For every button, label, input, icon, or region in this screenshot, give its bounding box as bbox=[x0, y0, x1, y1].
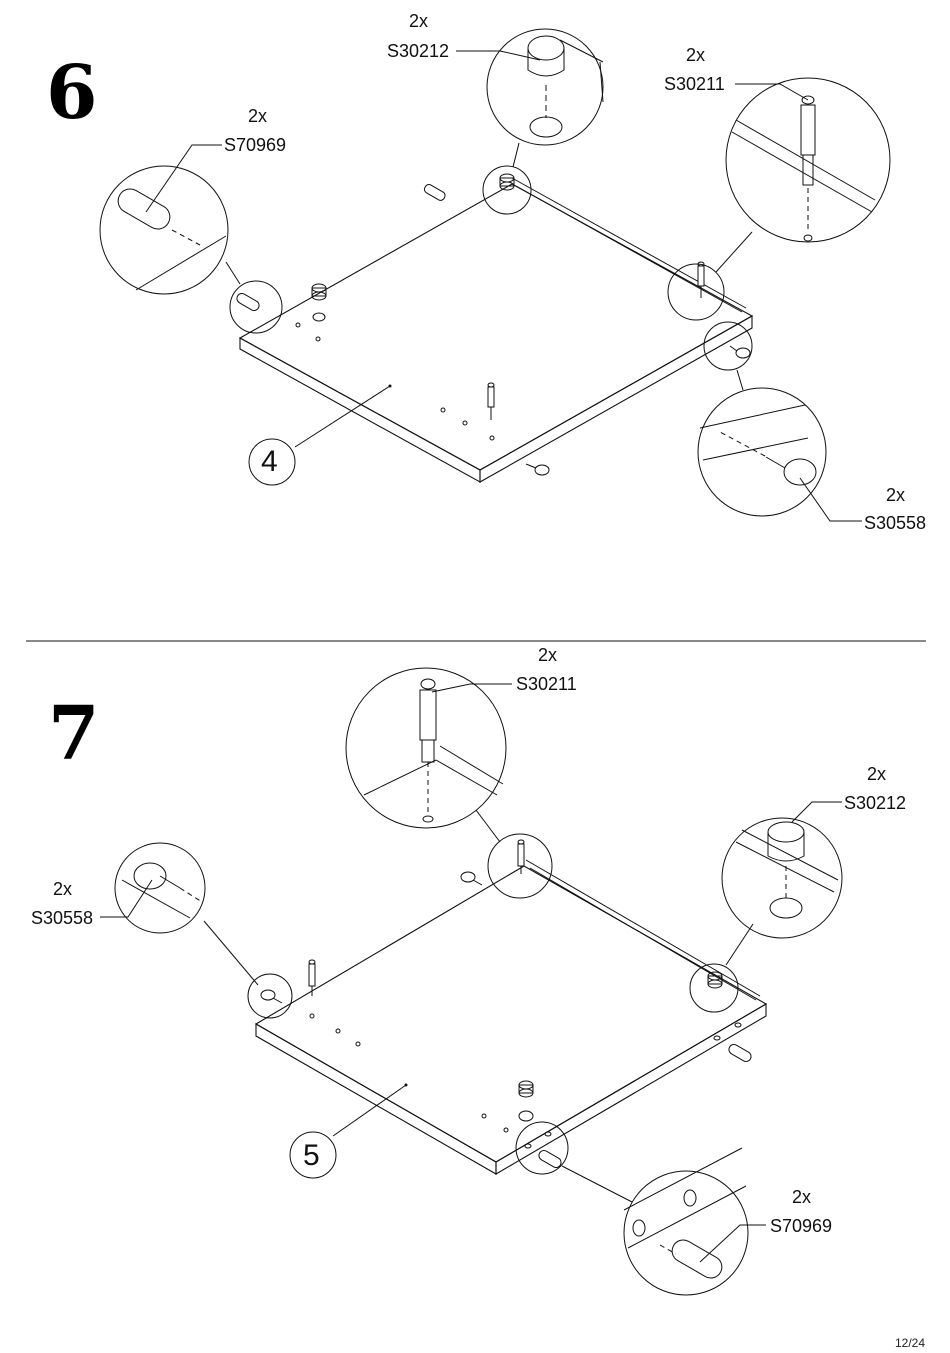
cam-lock-icon bbox=[707, 971, 723, 989]
detail-ring bbox=[689, 963, 739, 1013]
leader-line bbox=[699, 1224, 766, 1263]
cam-lock-icon bbox=[499, 173, 515, 191]
cam-bolt-icon bbox=[697, 261, 705, 298]
hole bbox=[335, 1028, 341, 1034]
connector-line bbox=[736, 369, 744, 391]
nail-glide-icon bbox=[729, 345, 751, 359]
detail-ring bbox=[247, 973, 293, 1019]
detail-circle-s30212-b bbox=[721, 817, 843, 939]
hole bbox=[315, 336, 321, 342]
callout-qty: 2x bbox=[686, 45, 706, 65]
detail-circle-s30211-b bbox=[345, 667, 507, 829]
callout-code: S30558 bbox=[864, 513, 927, 533]
panel-label: 5 bbox=[303, 1139, 320, 1172]
cam-bolt-icon bbox=[487, 382, 495, 420]
callout-code: S30211 bbox=[664, 74, 725, 94]
hole bbox=[503, 1127, 509, 1133]
callout-code: S70969 bbox=[770, 1216, 833, 1236]
leader-line bbox=[735, 83, 809, 101]
hole bbox=[355, 1041, 361, 1047]
step-6-diagram bbox=[99, 28, 891, 522]
nail-glide-icon bbox=[260, 989, 283, 1004]
connector-line bbox=[225, 261, 241, 285]
callout-qty: 2x bbox=[538, 645, 558, 665]
callout-qty: 2x bbox=[792, 1187, 812, 1207]
detail-ring bbox=[703, 321, 753, 371]
hole bbox=[312, 312, 326, 322]
hole bbox=[544, 1131, 552, 1137]
connector-line bbox=[512, 142, 520, 168]
dowel-icon bbox=[728, 1044, 752, 1062]
cam-lock-icon bbox=[518, 1080, 534, 1098]
leader-line bbox=[332, 1084, 407, 1137]
hole bbox=[309, 1013, 315, 1019]
connector-line bbox=[715, 231, 753, 273]
callout-code: S30212 bbox=[387, 41, 450, 61]
step-number: 6 bbox=[46, 50, 98, 136]
leader-line bbox=[791, 801, 842, 823]
detail-ring bbox=[482, 165, 532, 215]
callout-qty: 2x bbox=[248, 106, 268, 126]
detail-ring bbox=[667, 263, 725, 321]
panel-label-circle bbox=[289, 1131, 337, 1179]
leader-line bbox=[431, 683, 512, 693]
cam-lock-icon bbox=[311, 283, 327, 301]
detail-circle-s30558 bbox=[697, 387, 827, 517]
leader-line bbox=[799, 477, 862, 522]
leader-line bbox=[145, 144, 222, 213]
hole bbox=[489, 435, 495, 441]
nail-glide-icon bbox=[460, 871, 483, 886]
hole bbox=[440, 407, 446, 413]
nail-glide-icon bbox=[525, 463, 550, 476]
connector-line bbox=[475, 809, 501, 843]
panel-label-circle bbox=[248, 438, 296, 486]
callout-code: S30212 bbox=[844, 793, 907, 813]
detail-circle-s70969 bbox=[99, 165, 229, 295]
panel-5 bbox=[254, 859, 768, 1175]
hole bbox=[462, 420, 468, 426]
panel-label: 4 bbox=[261, 445, 278, 478]
callout-qty: 2x bbox=[53, 879, 73, 899]
callout-code: S30211 bbox=[516, 674, 577, 694]
detail-circle-s30558-b bbox=[114, 842, 206, 934]
callout-code: S30558 bbox=[31, 908, 94, 928]
hole bbox=[713, 1035, 721, 1041]
detail-circle-s30211 bbox=[725, 77, 891, 243]
page-number: 12/24 bbox=[895, 1336, 926, 1350]
leader-line bbox=[100, 879, 153, 918]
hole bbox=[295, 322, 301, 328]
detail-ring bbox=[229, 280, 283, 334]
connector-line bbox=[725, 923, 754, 966]
hole bbox=[518, 1110, 534, 1122]
detail-ring bbox=[515, 1121, 569, 1175]
cam-bolt-icon bbox=[517, 839, 525, 874]
dowel-icon bbox=[538, 1150, 562, 1168]
leader-line bbox=[456, 50, 541, 61]
callout-qty: 2x bbox=[886, 485, 906, 505]
dowel-icon bbox=[236, 293, 260, 311]
detail-circle-s30212 bbox=[486, 28, 604, 146]
connector-line bbox=[203, 920, 259, 986]
callout-code: S70969 bbox=[224, 135, 287, 155]
hole bbox=[481, 1113, 487, 1119]
callout-qty: 2x bbox=[409, 11, 429, 31]
panel-4 bbox=[238, 177, 754, 483]
connector-line bbox=[561, 1165, 633, 1203]
dowel-icon bbox=[423, 184, 446, 201]
callout-qty: 2x bbox=[867, 764, 887, 784]
step-7-diagram bbox=[100, 667, 843, 1296]
detail-circle-s70969-b bbox=[623, 1147, 749, 1296]
hole bbox=[524, 1143, 532, 1149]
step-number: 7 bbox=[48, 691, 100, 777]
cam-bolt-icon bbox=[308, 959, 316, 996]
detail-ring bbox=[487, 833, 553, 899]
leader-line bbox=[294, 385, 391, 448]
hole bbox=[734, 1022, 742, 1028]
